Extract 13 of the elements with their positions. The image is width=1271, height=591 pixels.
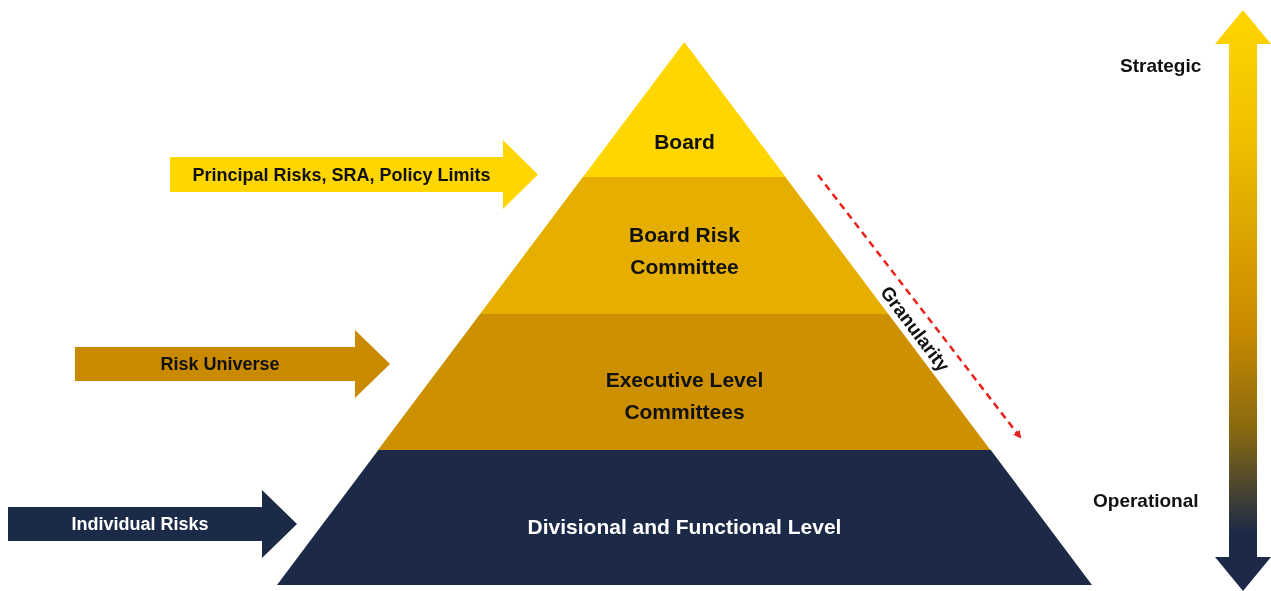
level-label: Executive Level Committees: [604, 366, 765, 424]
level-label: Board: [653, 129, 716, 156]
block-arrow: [170, 140, 538, 209]
scale-label: Strategic: [1120, 55, 1202, 77]
level-label: Divisional and Functional Level: [526, 514, 843, 541]
block-arrow: [75, 330, 390, 398]
arrow-label: Individual Risks: [70, 512, 210, 536]
arrow-label: Risk Universe: [159, 352, 281, 376]
arrow-label: Principal Risks, SRA, Policy Limits: [191, 163, 492, 187]
block-arrow: [8, 490, 297, 558]
level-label: Board Risk Committee: [628, 221, 741, 279]
scale-label: Operational: [1093, 490, 1199, 512]
pyramid-level: [276, 450, 1092, 585]
